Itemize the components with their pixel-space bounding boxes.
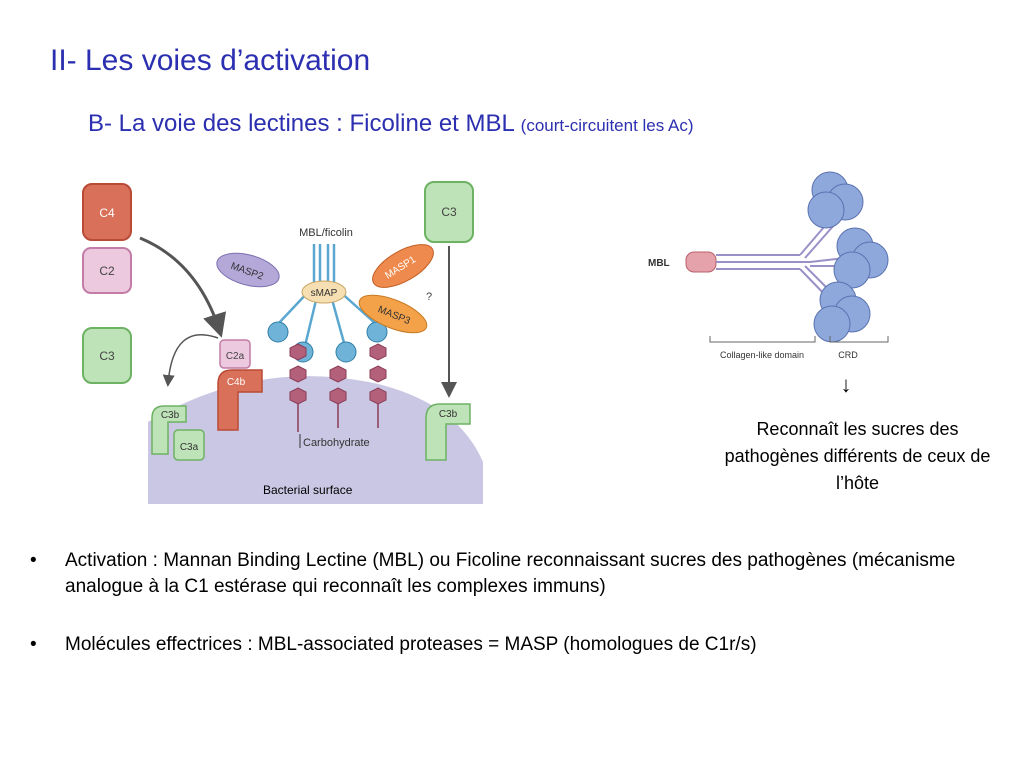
subtitle-parenthetical: (court-circuitent les Ac) [520, 116, 694, 135]
slide-subtitle: B- La voie des lectines : Ficoline et MB… [88, 110, 694, 138]
mbl-crd-middle [833, 227, 889, 289]
mbl-crd-top [807, 171, 864, 229]
bacterial-surface-label: Bacterial surface [263, 483, 353, 497]
carbohydrate-label: Carbohydrate [303, 437, 370, 449]
c3a-box [173, 429, 205, 461]
mbl-crd-head [267, 321, 289, 343]
down-arrow-icon: ↓ [841, 372, 852, 397]
c2a-label: C2a [226, 351, 245, 362]
c3b-right-shape [425, 403, 471, 461]
mbl-crd-head [335, 341, 357, 363]
mbl-structure-diagram: MBL Collagen-like domain CRD ↓ [648, 171, 889, 397]
mbl-caption: Reconnaît les sucres des pathogènes diff… [724, 419, 991, 493]
c3a-label: C3a [180, 442, 199, 453]
c3b-right-label: C3b [439, 409, 458, 420]
mbl-base [685, 251, 717, 273]
c3-left-cleavage-arrow [162, 333, 219, 387]
crd-bracket [829, 336, 889, 343]
masp1-shape [372, 244, 434, 288]
c3b-left-label: C3b [161, 410, 180, 421]
c3-right-box [424, 181, 474, 243]
bullet-text: Activation : Mannan Binding Lectine (MBL… [65, 550, 956, 597]
slide-title: II- Les voies d’activation [50, 44, 371, 77]
bullet-marker: • [30, 550, 37, 571]
collagen-domain-label: Collagen-like domain [720, 350, 804, 360]
lectin-pathway-diagram: Bacterial surface C4 C2 C3 C3 C2a C4b C3… [82, 181, 483, 504]
c3-right-label: C3 [441, 205, 457, 219]
mbl-crd-bottom [813, 281, 871, 343]
c4-label: C4 [99, 206, 115, 220]
bullet-item: • Activation : Mannan Binding Lectine (M… [30, 548, 990, 600]
carbohydrate-stems [297, 404, 379, 432]
c3-left-label: C3 [99, 349, 115, 363]
c3-left-box [82, 327, 132, 384]
c4b-label: C4b [227, 377, 246, 388]
masp2-shape [216, 252, 280, 288]
lectin-pathway-figure: Bacterial surface C4 C2 C3 C3 C2a C4b C3… [78, 172, 488, 509]
bullet-marker: • [30, 634, 37, 655]
smap-shape [301, 280, 347, 304]
c4b-shape [217, 369, 263, 431]
c2-box [82, 247, 132, 294]
bullet-text: Molécules effectrices : MBL-associated p… [65, 634, 757, 655]
collagen-domain-bracket [709, 336, 816, 343]
bullet-item: • Molécules effectrices : MBL-associated… [30, 632, 990, 658]
smap-label: sMAP [311, 288, 338, 299]
bullet-list: • Activation : Mannan Binding Lectine (M… [30, 548, 990, 690]
crd-label: CRD [838, 350, 858, 360]
mbl-ficolin-label: MBL/ficolin [299, 227, 353, 239]
masp3-shape [358, 294, 428, 334]
c2-label: C2 [99, 264, 115, 278]
c4-box [82, 183, 132, 241]
c4-to-c4b-arrow [139, 236, 227, 338]
c3b-left-shape [151, 405, 187, 455]
mbl-structure-figure: MBL Collagen-like domain CRD ↓ [640, 160, 930, 405]
carbohydrate-chains [289, 343, 387, 405]
subtitle-main: B- La voie des lectines : Ficoline et MB… [88, 110, 514, 137]
mbl-label: MBL [648, 258, 670, 269]
masp3-question-mark: ? [426, 291, 432, 303]
c2a-box [219, 339, 251, 369]
